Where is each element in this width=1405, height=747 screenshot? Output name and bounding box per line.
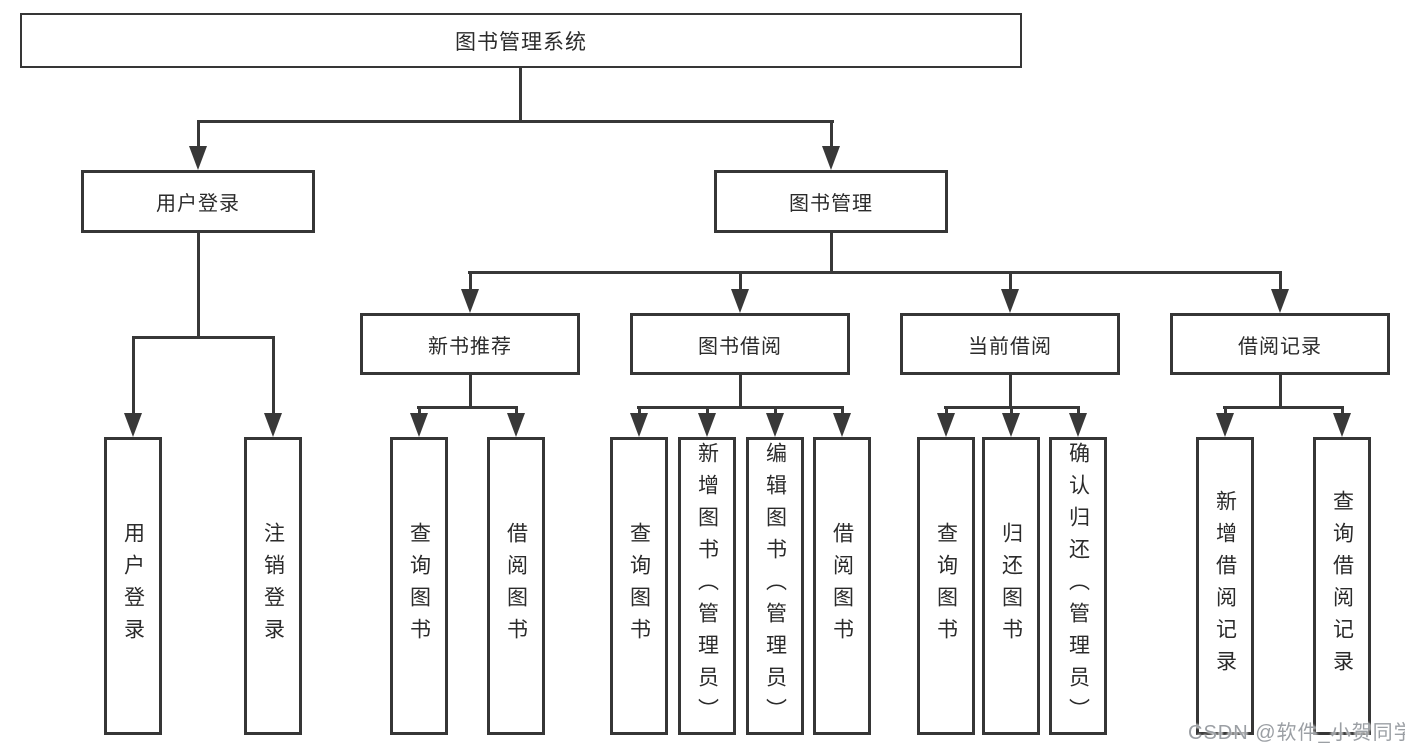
arrowhead-g5-c2 — [1333, 413, 1351, 437]
edge-book-mgmt-bar — [468, 271, 1282, 274]
edge-book-borrow-bar — [637, 406, 844, 409]
edge-book-mgmt-stem — [830, 233, 833, 271]
node-borrow-borrow-books: 借阅图书 — [813, 437, 871, 735]
node-user-login-label: 用户登录 — [121, 522, 145, 650]
node-edit-book-admin: 编辑图书（管理员） — [746, 437, 804, 735]
arrowhead-g3-c2 — [698, 413, 716, 437]
arrowhead-g4-c1 — [937, 413, 955, 437]
arrowhead-current-borrow — [1001, 289, 1019, 313]
node-user-login-group-label: 用户登录 — [156, 193, 240, 215]
edge-g5-c2 — [1341, 406, 1344, 418]
node-query-borrow-record: 查询借阅记录 — [1313, 437, 1371, 735]
edge-new-book-bar — [417, 406, 518, 409]
edge-to-book-mgmt — [830, 120, 833, 150]
edge-user-login-stem — [197, 233, 200, 336]
edge-g4-c1 — [945, 406, 948, 418]
edge-g4-c3 — [1077, 406, 1080, 418]
node-recommend-borrow-books: 借阅图书 — [487, 437, 545, 735]
node-current-query-books: 查询图书 — [917, 437, 975, 735]
edge-root-bar — [197, 120, 834, 123]
edge-user-login-bar — [132, 336, 275, 339]
node-recommend-query-books: 查询图书 — [390, 437, 448, 735]
node-borrow-query-books: 查询图书 — [610, 437, 668, 735]
node-add-book-admin-label: 新增图书（管理员） — [695, 442, 719, 730]
arrowhead-user-login — [189, 146, 207, 170]
node-book-borrow-label: 图书借阅 — [698, 335, 782, 358]
node-borrow-records: 借阅记录 — [1170, 313, 1390, 375]
edge-to-current-borrow — [1009, 271, 1012, 291]
node-add-borrow-record-label: 新增借阅记录 — [1213, 490, 1237, 682]
edge-g3-c2 — [706, 406, 709, 418]
arrowhead-g5-c1 — [1216, 413, 1234, 437]
arrowhead-login-leaf — [124, 413, 142, 437]
node-borrow-query-books-label: 查询图书 — [627, 522, 651, 650]
edge-g2-c2 — [515, 406, 518, 418]
edge-borrow-records-bar — [1223, 406, 1344, 409]
edge-g5-c1 — [1224, 406, 1227, 418]
node-query-borrow-record-label: 查询借阅记录 — [1330, 490, 1354, 682]
node-current-borrow-label: 当前借阅 — [968, 335, 1052, 358]
node-user-login-group: 用户登录 — [81, 170, 315, 233]
edge-new-book-stem — [469, 375, 472, 406]
edge-root-stem — [519, 68, 522, 120]
arrowhead-g4-c2 — [1002, 413, 1020, 437]
arrowhead-g2-c2 — [507, 413, 525, 437]
node-confirm-return-admin-label: 确认归还（管理员） — [1066, 442, 1090, 730]
arrowhead-g4-c3 — [1069, 413, 1087, 437]
node-current-query-books-label: 查询图书 — [934, 522, 958, 650]
arrowhead-g2-c1 — [410, 413, 428, 437]
node-library-system: 图书管理系统 — [20, 13, 1022, 68]
arrowhead-new-book — [461, 289, 479, 313]
edge-to-logout-leaf — [272, 336, 275, 416]
node-borrow-borrow-books-label: 借阅图书 — [830, 522, 854, 650]
edge-current-borrow-stem — [1009, 375, 1012, 406]
edge-g4-c2 — [1010, 406, 1013, 418]
edge-g2-c1 — [418, 406, 421, 418]
edge-to-user-login — [197, 120, 200, 150]
node-current-borrow: 当前借阅 — [900, 313, 1120, 375]
edge-to-new-book — [469, 271, 472, 291]
node-return-book-label: 归还图书 — [999, 522, 1023, 650]
node-new-book-recommend-label: 新书推荐 — [428, 335, 512, 358]
edge-to-borrow-records — [1279, 271, 1282, 291]
edge-g3-c3 — [774, 406, 777, 418]
edge-to-book-borrow — [739, 271, 742, 291]
node-book-borrow: 图书借阅 — [630, 313, 850, 375]
edge-borrow-records-stem — [1279, 375, 1282, 406]
edge-book-borrow-stem — [739, 375, 742, 406]
node-add-borrow-record: 新增借阅记录 — [1196, 437, 1254, 735]
arrowhead-logout-leaf — [264, 413, 282, 437]
edge-g3-c4 — [841, 406, 844, 418]
arrowhead-borrow-records — [1271, 289, 1289, 313]
node-add-book-admin: 新增图书（管理员） — [678, 437, 736, 735]
node-recommend-borrow-books-label: 借阅图书 — [504, 522, 528, 650]
node-recommend-query-books-label: 查询图书 — [407, 522, 431, 650]
arrowhead-book-mgmt — [822, 146, 840, 170]
arrowhead-g3-c3 — [766, 413, 784, 437]
node-book-management: 图书管理 — [714, 170, 948, 233]
node-confirm-return-admin: 确认归还（管理员） — [1049, 437, 1107, 735]
csdn-watermark: CSDN @软件_小贺同学 — [1188, 722, 1405, 744]
node-borrow-records-label: 借阅记录 — [1238, 335, 1322, 358]
arrowhead-book-borrow — [731, 289, 749, 313]
node-logout: 注销登录 — [244, 437, 302, 735]
node-user-login: 用户登录 — [104, 437, 162, 735]
node-return-book: 归还图书 — [982, 437, 1040, 735]
edge-g3-c1 — [638, 406, 641, 418]
node-book-management-label: 图书管理 — [789, 193, 873, 215]
edge-to-login-leaf — [132, 336, 135, 416]
node-library-system-label: 图书管理系统 — [455, 30, 587, 54]
node-edit-book-admin-label: 编辑图书（管理员） — [763, 442, 787, 730]
arrowhead-g3-c1 — [630, 413, 648, 437]
node-logout-label: 注销登录 — [261, 522, 285, 650]
arrowhead-g3-c4 — [833, 413, 851, 437]
node-new-book-recommend: 新书推荐 — [360, 313, 580, 375]
